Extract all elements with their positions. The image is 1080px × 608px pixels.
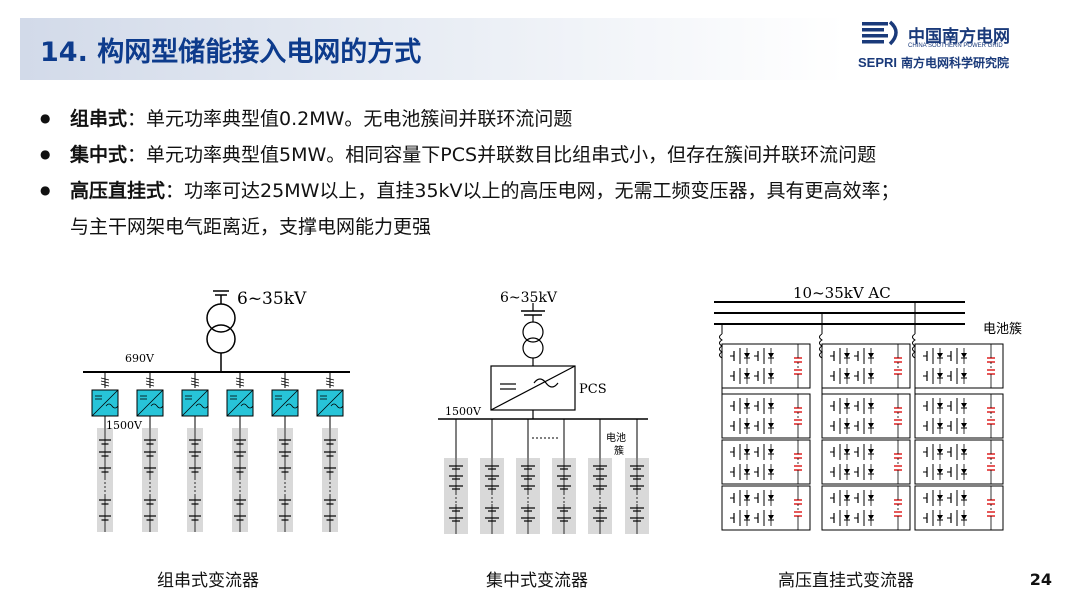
title-bar bbox=[20, 18, 845, 80]
phase-column bbox=[912, 302, 1004, 530]
bullet-continuation: 与主干网架电气距离近，支撑电网能力更强 bbox=[70, 216, 432, 238]
d1-voltage-label: 6~35kV bbox=[237, 289, 307, 309]
h-bridge-cell bbox=[915, 440, 1003, 484]
bullet-item: 集中式：单元功率典型值5MW。相同容量下PCS并联数目比组串式小，但存在簇间并联… bbox=[40, 138, 900, 174]
battery-stack-icon bbox=[276, 427, 294, 533]
page-title: 14. 构网型储能接入电网的方式 bbox=[40, 37, 422, 68]
hv-direct-converter-diagram: 10~35kV AC 电池簇 bbox=[714, 284, 1022, 530]
d2-voltage-label: 6~35kV bbox=[500, 290, 558, 306]
sepri-name: 南方电网科学研究院 bbox=[901, 56, 1010, 70]
bullet-dot-icon bbox=[40, 174, 70, 210]
bullet-text: ：单元功率典型值5MW。相同容量下PCS并联数目比组串式小，但存在簇间并联环流问… bbox=[127, 144, 877, 166]
caption-hv-direct-converter: 高压直挂式变流器 bbox=[778, 571, 914, 591]
bullet-item: 组串式：单元功率典型值0.2MW。无电池簇间并联环流问题 bbox=[40, 102, 900, 138]
h-bridge-cell bbox=[822, 344, 910, 388]
h-bridge-cell bbox=[722, 394, 810, 438]
battery-stack-icon bbox=[141, 427, 159, 533]
bullet-item: 高压直挂式：功率可达25MW以上，直挂35kV以上的高压电网，无需工频变压器，具… bbox=[40, 174, 900, 210]
bullet-text: ：单元功率典型值0.2MW。无电池簇间并联环流问题 bbox=[127, 108, 573, 130]
battery-stack-icon bbox=[231, 427, 249, 533]
caption-centralized-converter: 集中式变流器 bbox=[486, 571, 588, 591]
d2-cluster-label: 电池 bbox=[606, 431, 626, 444]
centralized-converter-diagram: 6~35kV PCS 1500V 电池 簇 bbox=[438, 290, 651, 536]
battery-stack-icon bbox=[186, 427, 204, 533]
h-bridge-cell bbox=[722, 486, 810, 530]
h-bridge-cell bbox=[822, 394, 910, 438]
converter-icon bbox=[226, 389, 254, 417]
converter-icon bbox=[271, 389, 299, 417]
h-bridge-cell bbox=[915, 394, 1003, 438]
d2-bus-label: 1500V bbox=[445, 405, 482, 418]
battery-stack-icon bbox=[321, 427, 339, 533]
converter-icon bbox=[136, 389, 164, 417]
csg-logo: 中国南方电网 CHINA SOUTHERN POWER GRID bbox=[858, 16, 1058, 76]
h-bridge-cell bbox=[722, 344, 810, 388]
logo-english-name: CHINA SOUTHERN POWER GRID bbox=[908, 43, 1003, 49]
bullet-term: 集中式 bbox=[70, 144, 128, 166]
battery-stack-icon bbox=[96, 427, 114, 533]
battery-stack-icon bbox=[550, 456, 578, 536]
sepri-abbr: SEPRI bbox=[858, 55, 898, 70]
phase-column bbox=[719, 324, 811, 530]
battery-stack-icon bbox=[623, 456, 651, 536]
battery-stack-icon bbox=[514, 456, 542, 536]
battery-stack-icon bbox=[586, 456, 614, 536]
d2-cluster-label-2: 簇 bbox=[614, 444, 624, 457]
d3-voltage-label: 10~35kV AC bbox=[793, 284, 891, 302]
converter-icon bbox=[316, 389, 344, 417]
phase-column bbox=[819, 313, 911, 530]
csg-logo-icon bbox=[862, 20, 898, 46]
d1-bus-label: 690V bbox=[125, 352, 155, 365]
bullet-text: ：功率可达25MW以上，直挂35kV以上的高压电网，无需工频变压器，具有更高效率… bbox=[165, 180, 900, 202]
string-converter-diagram: 6~35kV 690V 1500V bbox=[83, 289, 350, 533]
logo-chinese-name: 中国南方电网 bbox=[908, 27, 1010, 47]
page-number: 24 bbox=[1029, 570, 1052, 589]
bullet-list: 组串式：单元功率典型值0.2MW。无电池簇间并联环流问题 集中式：单元功率典型值… bbox=[40, 102, 900, 244]
h-bridge-cell bbox=[822, 486, 910, 530]
caption-string-converter: 组串式变流器 bbox=[157, 571, 259, 591]
battery-stack-icon bbox=[478, 456, 506, 536]
d2-pcs-label: PCS bbox=[579, 382, 607, 397]
h-bridge-cell bbox=[722, 440, 810, 484]
battery-stack-icon bbox=[442, 456, 470, 536]
bullet-term: 高压直挂式 bbox=[70, 180, 166, 202]
converter-icon bbox=[91, 389, 119, 417]
h-bridge-cell bbox=[915, 344, 1003, 388]
h-bridge-cell bbox=[915, 486, 1003, 530]
converter-icon bbox=[181, 389, 209, 417]
d3-cluster-label: 电池簇 bbox=[983, 322, 1022, 337]
bullet-term: 组串式 bbox=[70, 108, 128, 130]
converter-diagrams: 6~35kV 690V 1500V 6~35kV PCS 1500V 电池 簇 bbox=[83, 284, 1022, 536]
h-bridge-cell bbox=[822, 440, 910, 484]
bullet-dot-icon bbox=[40, 102, 70, 138]
bullet-dot-icon bbox=[40, 138, 70, 174]
d1-dc-label: 1500V bbox=[106, 419, 143, 432]
